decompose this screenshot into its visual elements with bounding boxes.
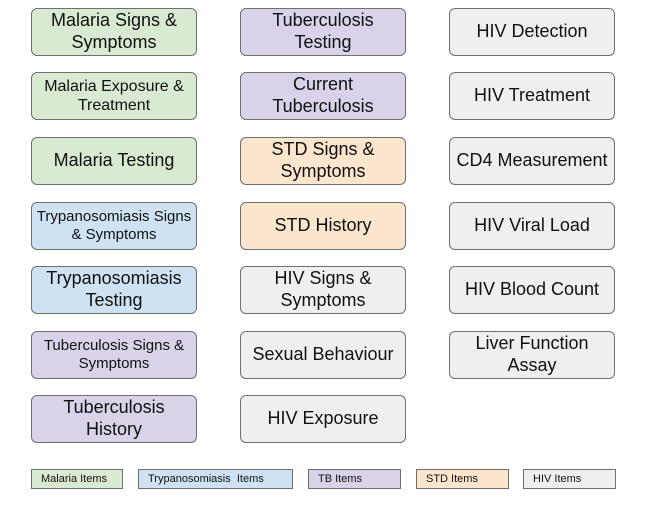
box-tuberculosis-history: Tuberculosis History bbox=[31, 395, 197, 443]
box-hiv-viral-load: HIV Viral Load bbox=[449, 202, 615, 250]
box-std-history: STD History bbox=[240, 202, 406, 250]
box-hiv-blood-count: HIV Blood Count bbox=[449, 266, 615, 314]
legend-item-tb: TB Items bbox=[308, 469, 401, 489]
box-liver-function-assay: Liver Function Assay bbox=[449, 331, 615, 379]
box-tuberculosis-testing: Tuberculosis Testing bbox=[240, 8, 406, 56]
legend-item-hiv: HIV Items bbox=[523, 469, 616, 489]
box-malaria-testing: Malaria Testing bbox=[31, 137, 197, 185]
box-trypanosomiasis-testing: Trypanosomiasis Testing bbox=[31, 266, 197, 314]
box-hiv-detection: HIV Detection bbox=[449, 8, 615, 56]
box-hiv-exposure: HIV Exposure bbox=[240, 395, 406, 443]
box-hiv-treatment: HIV Treatment bbox=[449, 72, 615, 120]
box-current-tuberculosis: Current Tuberculosis bbox=[240, 72, 406, 120]
box-hiv-signs-symptoms: HIV Signs & Symptoms bbox=[240, 266, 406, 314]
box-malaria-signs-symptoms: Malaria Signs & Symptoms bbox=[31, 8, 197, 56]
box-tuberculosis-signs-symptoms: Tuberculosis Signs & Symptoms bbox=[31, 331, 197, 379]
box-trypanosomiasis-signs-symptoms: Trypanosomiasis Signs & Symptoms bbox=[31, 202, 197, 250]
box-malaria-exposure-treatment: Malaria Exposure & Treatment bbox=[31, 72, 197, 120]
box-cd4-measurement: CD4 Measurement bbox=[449, 137, 615, 185]
legend-item-malaria: Malaria Items bbox=[31, 469, 123, 489]
box-std-signs-symptoms: STD Signs & Symptoms bbox=[240, 137, 406, 185]
legend-item-trypanosomiasis: Trypanosomiasis Items bbox=[138, 469, 293, 489]
legend-item-std: STD Items bbox=[416, 469, 509, 489]
box-sexual-behaviour: Sexual Behaviour bbox=[240, 331, 406, 379]
